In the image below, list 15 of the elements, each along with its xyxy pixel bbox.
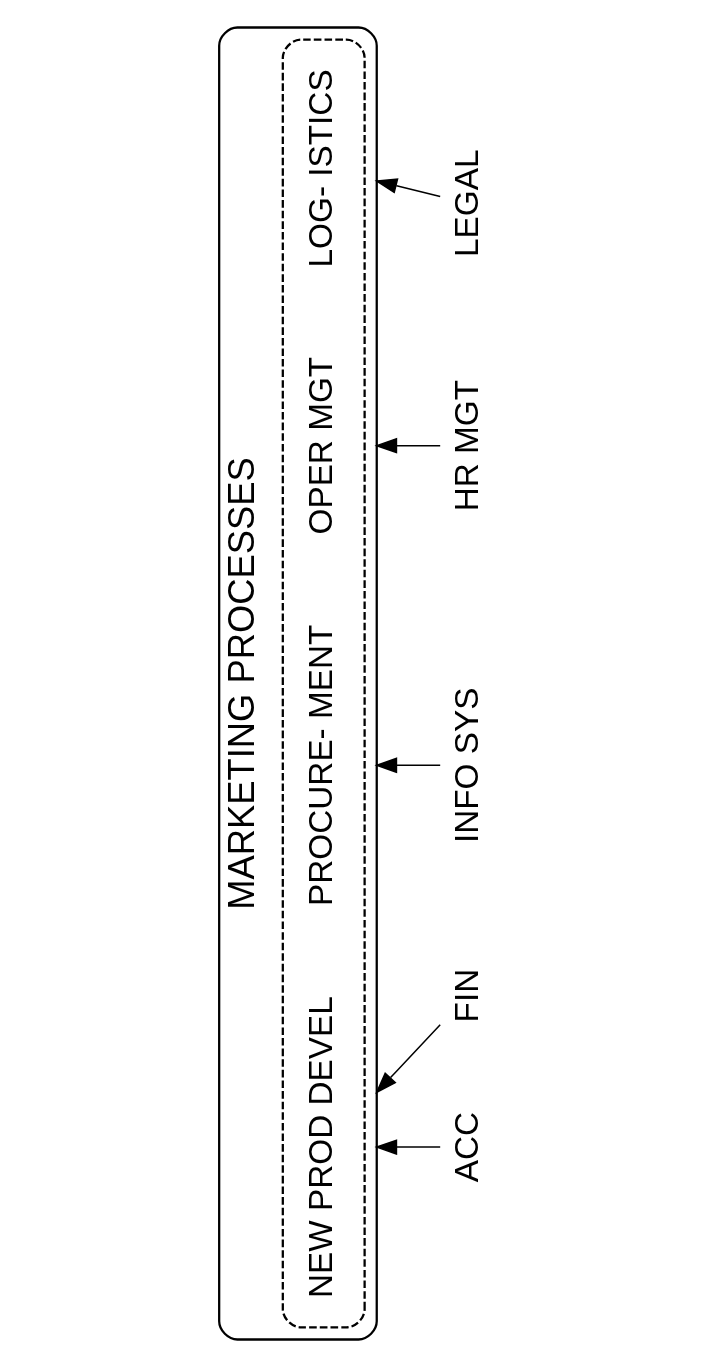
node-text: HR MGT — [447, 379, 485, 512]
arrow — [374, 178, 441, 198]
arrow — [375, 1024, 441, 1094]
arrow — [374, 1139, 441, 1156]
arrow — [374, 757, 441, 774]
node-text: LOG- ISTICS — [302, 69, 340, 268]
node-text: NEW PROD DEVEL — [302, 996, 340, 1298]
node-text: INFO SYS — [447, 687, 485, 844]
node-text: PROCURE- MENT — [302, 624, 340, 906]
node-text: ACC — [447, 1111, 485, 1183]
cluster — [281, 38, 366, 1329]
node-text: LEGAL — [447, 149, 485, 257]
node-text: FIN — [447, 968, 485, 1023]
node-text: OPER MGT — [302, 356, 340, 535]
arrow — [374, 437, 441, 454]
